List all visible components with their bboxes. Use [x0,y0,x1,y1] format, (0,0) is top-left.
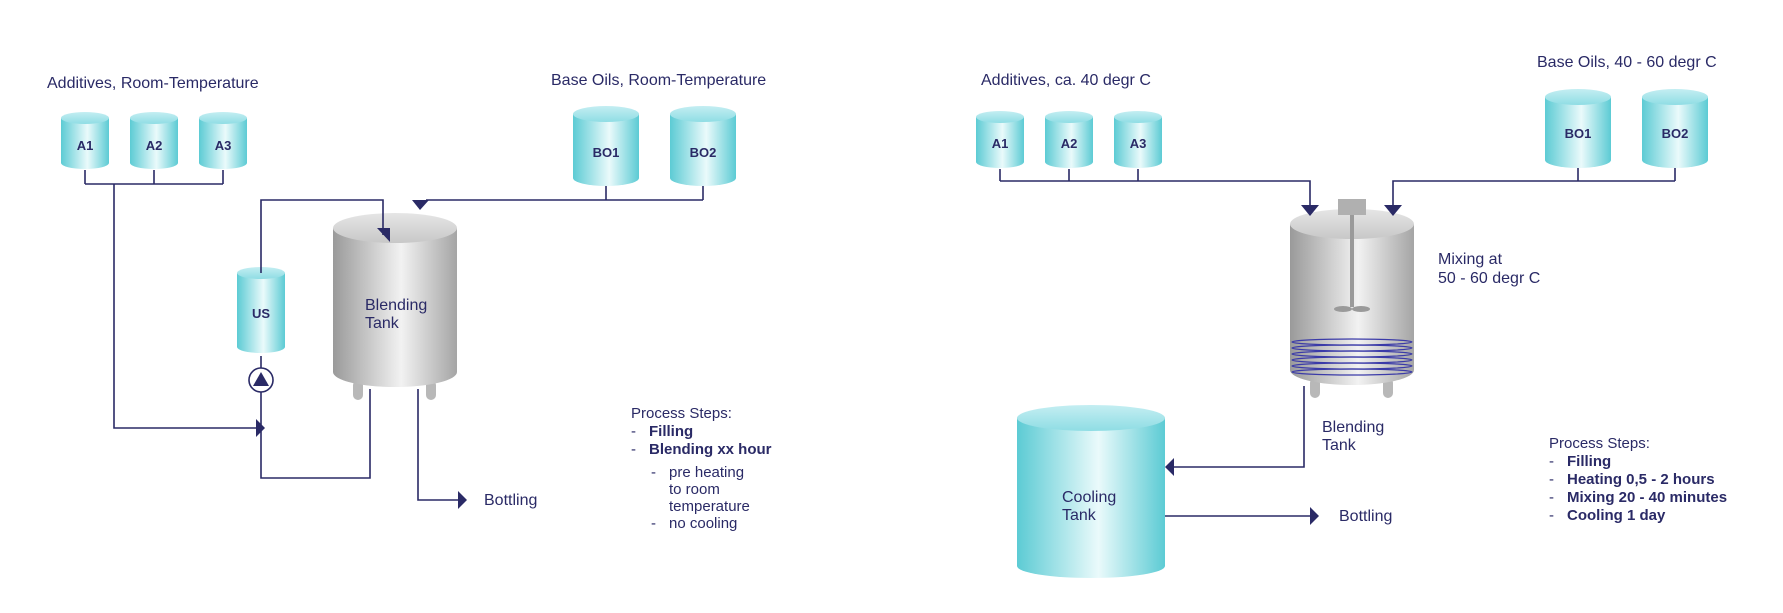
left-additive-tank-a2: A2 [130,112,178,169]
right-base-oil-tank-bo2: BO2 [1642,89,1708,168]
svg-text:Cooling 1 day: Cooling 1 day [1567,507,1666,524]
svg-text:-: - [1549,489,1554,506]
svg-text:Process Steps:: Process Steps: [1549,435,1650,452]
svg-text:-: - [1549,471,1554,488]
left-additive-tank-a1: A1 [61,112,109,169]
svg-text:Blending: Blending [365,297,427,314]
right-additive-tank-a2: A2 [1045,111,1093,168]
right-piping [999,168,1676,525]
right-blending-tank [1290,199,1414,398]
left-us-tank: US [237,267,285,353]
left-diagram: Additives, Room-Temperature Base Oils, R… [47,72,772,532]
right-mixing-label-1: Mixing at [1438,251,1503,268]
svg-text:US: US [252,306,270,321]
svg-text:A3: A3 [215,138,232,153]
svg-text:A2: A2 [1061,136,1078,151]
left-base-oil-tank-bo2: BO2 [670,106,736,186]
svg-text:A1: A1 [992,136,1009,151]
svg-text:Blending xx hour: Blending xx hour [649,441,772,458]
svg-text:no cooling: no cooling [669,515,737,532]
right-blending-label-2: Tank [1322,437,1357,454]
right-base-oils-label: Base Oils, 40 - 60 degr C [1537,54,1717,71]
svg-text:pre heating: pre heating [669,464,744,481]
svg-text:BO2: BO2 [690,145,717,160]
heating-coil-icon [1291,338,1413,376]
left-piping [84,170,704,509]
svg-text:Tank: Tank [1062,507,1097,524]
right-blending-label-1: Blending [1322,419,1384,436]
mixer-icon [1334,199,1370,312]
svg-text:BO1: BO1 [1565,126,1592,141]
right-mixing-label-2: 50 - 60 degr C [1438,270,1540,287]
svg-text:Mixing 20 - 40 minutes: Mixing 20 - 40 minutes [1567,489,1727,506]
svg-text:Filling: Filling [1567,453,1611,470]
svg-text:-: - [1549,507,1554,524]
right-process-steps: Process Steps: - Filling - Heating 0,5 -… [1549,435,1727,524]
svg-text:-: - [651,515,656,532]
right-base-oil-tank-bo1: BO1 [1545,89,1611,168]
right-diagram: Additives, ca. 40 degr C Base Oils, 40 -… [976,54,1727,578]
svg-text:Process Steps:: Process Steps: [631,405,732,422]
svg-text:Tank: Tank [365,315,400,332]
right-additives-label: Additives, ca. 40 degr C [981,72,1151,89]
svg-text:Filling: Filling [649,423,693,440]
svg-text:-: - [631,441,636,458]
svg-text:Heating 0,5 - 2 hours: Heating 0,5 - 2 hours [1567,471,1715,488]
right-additive-tank-a1: A1 [976,111,1024,168]
svg-text:A1: A1 [77,138,94,153]
right-bottling-label: Bottling [1339,508,1392,525]
svg-text:-: - [631,423,636,440]
left-base-oils-label: Base Oils, Room-Temperature [551,72,766,89]
svg-text:-: - [651,464,656,481]
right-cooling-tank: Cooling Tank [1017,405,1165,578]
left-blending-tank: Blending Tank [333,213,457,400]
svg-text:A2: A2 [146,138,163,153]
svg-text:temperature: temperature [669,498,750,515]
right-additive-tank-a3: A3 [1114,111,1162,168]
left-pump-icon [248,367,274,393]
left-base-oil-tank-bo1: BO1 [573,106,639,186]
left-process-steps: Process Steps: - Filling - Blending xx h… [631,405,772,532]
svg-text:A3: A3 [1130,136,1147,151]
left-bottling-label: Bottling [484,492,537,509]
svg-text:to room: to room [669,481,720,498]
svg-text:Cooling: Cooling [1062,489,1116,506]
svg-text:BO2: BO2 [1662,126,1689,141]
svg-text:BO1: BO1 [593,145,620,160]
left-additives-label: Additives, Room-Temperature [47,75,259,92]
left-additive-tank-a3: A3 [199,112,247,169]
svg-text:-: - [1549,453,1554,470]
